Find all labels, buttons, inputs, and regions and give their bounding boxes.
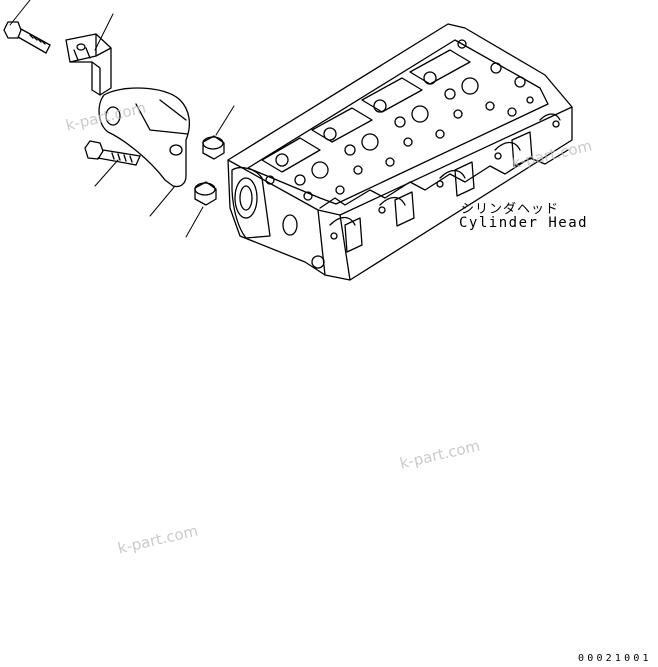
spacer-upper	[202, 135, 225, 160]
bolt-top	[3, 21, 51, 54]
leader-plate	[149, 185, 176, 217]
leader-spacer-lower	[185, 206, 204, 238]
spacer-lower	[194, 181, 217, 206]
bracket	[65, 33, 112, 96]
bolt-lower	[84, 140, 141, 166]
cylinder-head-label-jp: シリンダヘッド	[461, 202, 560, 217]
leader-bolt-lower	[94, 159, 119, 187]
figure-code: 00021001	[578, 653, 652, 664]
leader-spacer-upper	[215, 105, 235, 136]
leader-lines	[9, 0, 235, 238]
cylinder-head	[227, 23, 573, 281]
mounting-plate	[98, 87, 191, 188]
leader-bolt-top	[9, 0, 31, 26]
leader-bracket	[94, 13, 114, 51]
cylinder-head-label-en: Cylinder Head	[459, 215, 589, 231]
